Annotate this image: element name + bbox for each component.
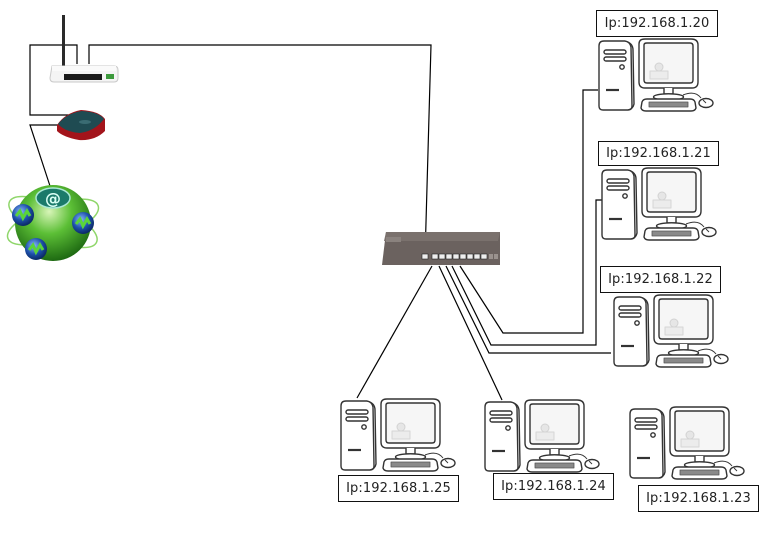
cable-router-modem (29, 44, 78, 116)
svg-text:@: @ (45, 189, 61, 208)
computer-icon[interactable] (595, 38, 725, 116)
cable-switch-pc-21 (451, 199, 602, 346)
network-switch-icon[interactable] (380, 229, 502, 269)
globe-at-icon[interactable]: @ (3, 178, 105, 266)
computer-icon[interactable] (337, 398, 467, 476)
cable-switch-pc-25 (356, 265, 433, 399)
ip-label-pc-21: Ip:192.168.1.21 (598, 141, 719, 166)
cable-switch-pc-24 (438, 265, 503, 401)
ip-label-pc-22: Ip:192.168.1.22 (600, 266, 721, 293)
ip-label-pc-23: Ip:192.168.1.23 (638, 485, 759, 512)
ip-label-pc-24: Ip:192.168.1.24 (493, 473, 614, 500)
ip-label-pc-20: Ip:192.168.1.20 (596, 10, 718, 37)
cable-router-switch (88, 44, 432, 259)
computer-icon[interactable] (481, 399, 611, 477)
wifi-router-icon[interactable] (48, 12, 120, 86)
cable-switch-pc-22 (445, 265, 611, 354)
ip-label-pc-25: Ip:192.168.1.25 (338, 475, 459, 502)
computer-icon[interactable] (626, 406, 756, 484)
computer-icon[interactable] (598, 167, 728, 245)
modem-icon[interactable] (55, 107, 107, 143)
computer-icon[interactable] (610, 294, 740, 372)
cable-switch-pc-20 (459, 89, 598, 334)
